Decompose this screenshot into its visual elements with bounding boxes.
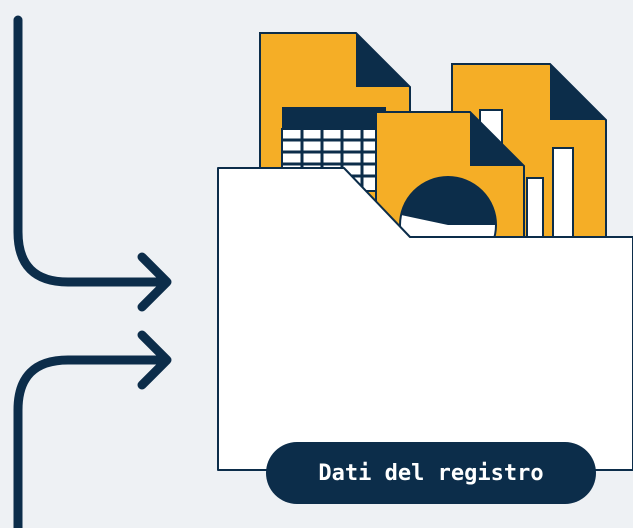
incoming-arrow-bottom (13, 330, 172, 528)
incoming-arrow-top (13, 15, 172, 312)
arrow-right-icon (137, 330, 172, 390)
registry-data-label: Dati del registro (266, 442, 596, 504)
arrow-right-icon (137, 252, 172, 312)
folder-icon (217, 167, 633, 471)
